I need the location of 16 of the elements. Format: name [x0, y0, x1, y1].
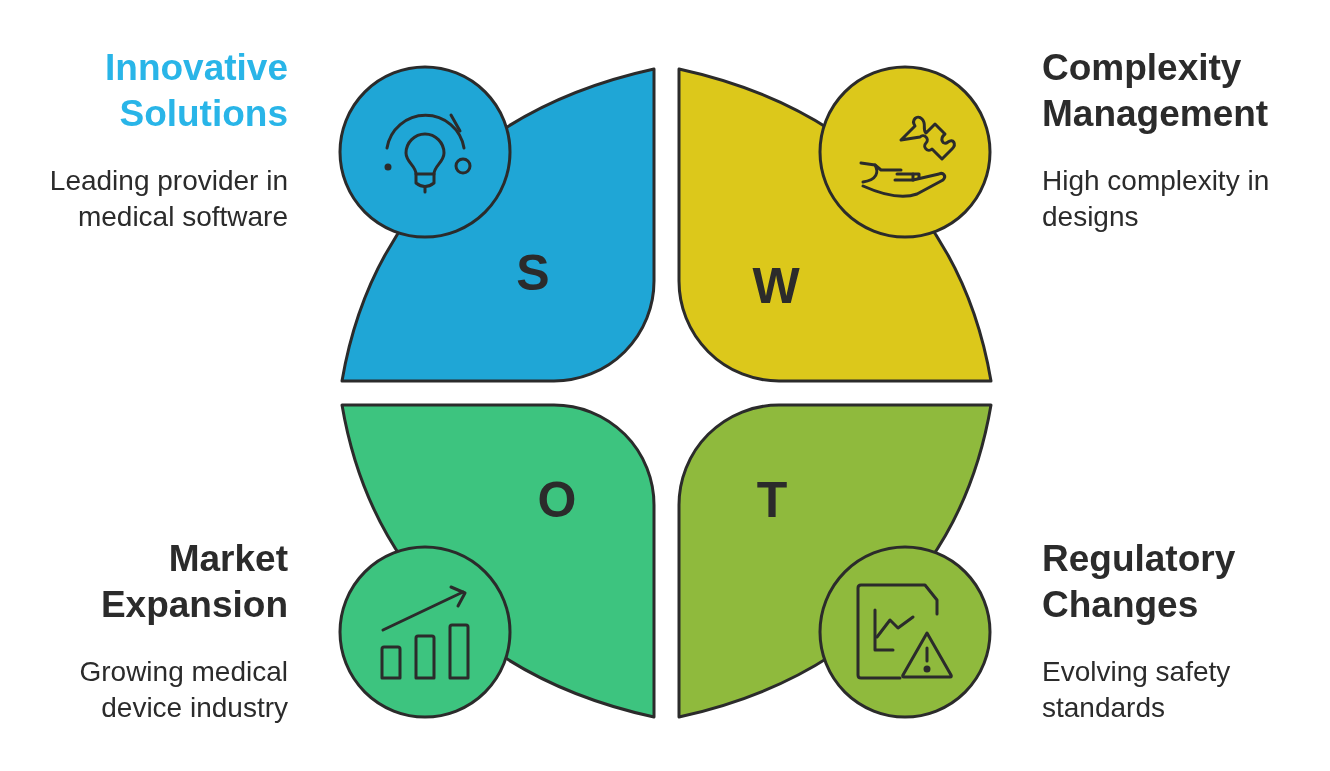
quadrant-description: Leading provider in medical software: [48, 164, 288, 234]
quadrant-heading: Market Expansion: [99, 537, 288, 627]
quadrant-description: High complexity in designs: [1042, 164, 1271, 234]
quadrant-heading: Innovative Solutions: [104, 46, 288, 136]
quadrant-letter: T: [756, 475, 788, 525]
quadrant-heading: Complexity Management: [1042, 46, 1270, 136]
quadrant-shape: [340, 403, 656, 719]
quadrant-shape: [677, 403, 993, 719]
quadrant-letter: S: [516, 248, 550, 298]
quadrant-heading: Regulatory Changes: [1042, 537, 1237, 627]
quadrant-description: Growing medical device industry: [78, 655, 288, 725]
quadrant-shape: [677, 67, 993, 383]
quadrant-letter: W: [752, 261, 800, 311]
quadrant-shape: [340, 67, 656, 383]
quadrant-letter: O: [537, 475, 577, 525]
quadrant-description: Evolving safety standards: [1042, 655, 1232, 725]
